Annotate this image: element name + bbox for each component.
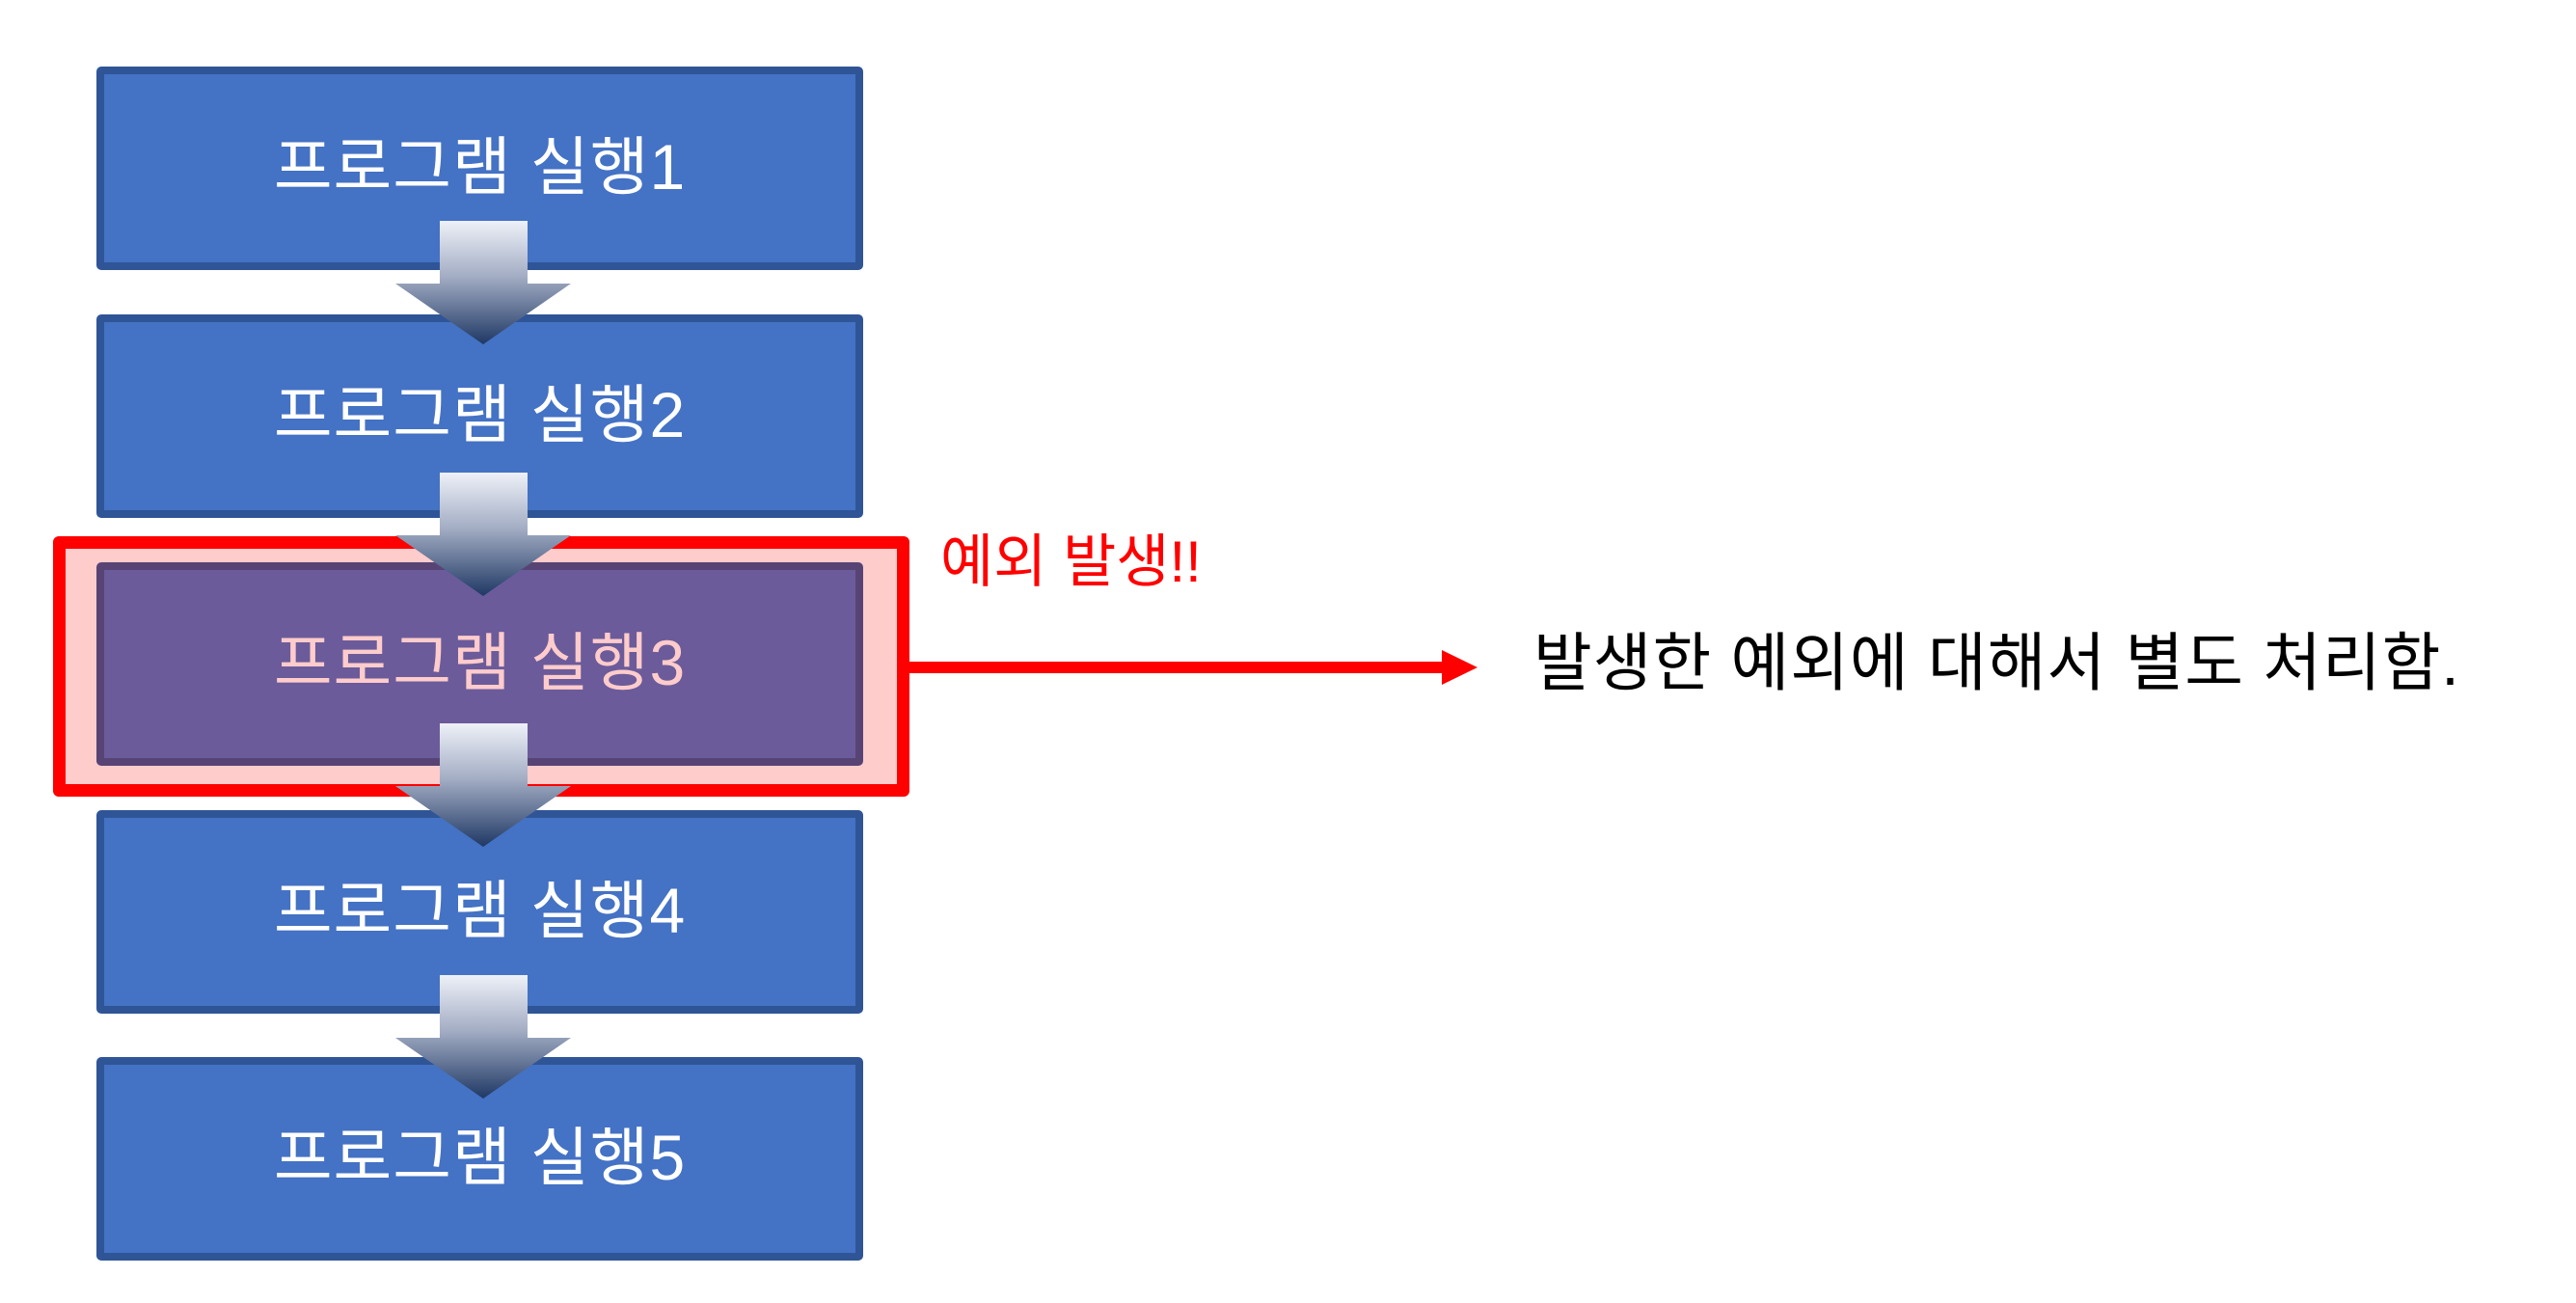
down-arrow-icon bbox=[395, 723, 571, 847]
step-label: 프로그램 실행3 bbox=[273, 626, 687, 698]
down-arrow-icon bbox=[395, 473, 571, 596]
step-label: 프로그램 실행5 bbox=[273, 1121, 687, 1193]
down-arrow-icon bbox=[395, 975, 571, 1099]
down-arrow-icon bbox=[395, 221, 571, 344]
exception-connector-line bbox=[909, 662, 1444, 673]
step-label: 프로그램 실행1 bbox=[273, 130, 687, 203]
step-label: 프로그램 실행2 bbox=[273, 378, 687, 450]
right-arrow-icon bbox=[1442, 650, 1478, 685]
exception-label: 예외 발생!! bbox=[940, 529, 1202, 594]
exception-handling-text: 발생한 예외에 대해서 별도 처리함. bbox=[1533, 627, 2460, 698]
step-label: 프로그램 실행4 bbox=[273, 874, 687, 946]
